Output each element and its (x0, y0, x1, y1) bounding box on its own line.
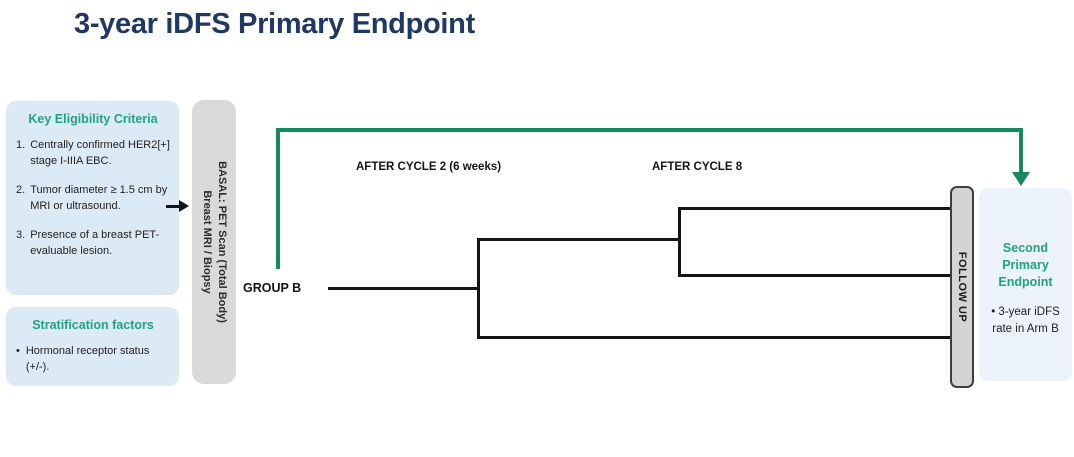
after-cycle-2-label: AFTER CYCLE 2 (6 weeks) (356, 161, 502, 173)
item-number: 1. (16, 139, 26, 151)
eligibility-heading: Key Eligibility Criteria (28, 112, 158, 126)
group-b-label: GROUP B (243, 281, 302, 295)
basal-line2: Breast MRI / Biopsy (201, 190, 213, 294)
split-after-cycle8 (678, 207, 681, 277)
item-text: Tumor diameter ≥ 1.5 cm by MRI or ultras… (30, 184, 168, 212)
after-cycle-8-label: AFTER CYCLE 8 (652, 161, 743, 173)
eligibility-item-1: 1. Centrally confirmed HER2[+] stage I-I… (16, 137, 170, 169)
page-title: 3-year iDFS Primary Endpoint (74, 8, 475, 40)
item-text: Hormonal receptor status (+/-). (25, 345, 150, 373)
basal-line1: BASAL: PET Scan (Total Body) (216, 161, 228, 323)
split-after-cycle2 (477, 238, 480, 339)
groupb-baseline-line (328, 287, 479, 290)
right-arrow-icon (166, 205, 181, 208)
stratification-box: Stratification factors • Hormonal recept… (6, 307, 179, 386)
basal-bar-label: BASAL: PET Scan (Total Body) Breast MRI … (199, 102, 229, 382)
endpoint-heading: Second Primary Endpoint (998, 241, 1053, 289)
subbranch-middle (678, 274, 953, 277)
item-number: 3. (16, 229, 26, 241)
item-number: 2. (16, 184, 26, 196)
right-arrow-icon (179, 200, 189, 212)
stratification-item: • Hormonal receptor status (+/-). (16, 343, 170, 375)
item-text: Presence of a breast PET-evaluable lesio… (30, 229, 160, 257)
branch-lower (477, 336, 953, 339)
stratification-heading: Stratification factors (32, 318, 154, 332)
follow-up-label: FOLLOW UP (956, 251, 968, 323)
branch-upper (477, 238, 681, 241)
eligibility-item-2: 2. Tumor diameter ≥ 1.5 cm by MRI or ult… (16, 182, 170, 214)
eligibility-criteria-box: Key Eligibility Criteria 1. Centrally co… (6, 101, 179, 295)
item-text: Centrally confirmed HER2[+] stage I-IIIA… (30, 139, 170, 167)
green-down-arrow-icon (1012, 172, 1030, 186)
green-connector-horizontal (276, 128, 1023, 132)
basal-assessment-bar: BASAL: PET Scan (Total Body) Breast MRI … (192, 100, 236, 384)
eligibility-item-3: 3. Presence of a breast PET-evaluable le… (16, 227, 170, 259)
follow-up-bar: FOLLOW UP (950, 186, 974, 388)
second-primary-endpoint-box: Second Primary Endpoint • 3-year iDFS ra… (979, 188, 1072, 381)
bullet-marker: • (16, 345, 20, 357)
green-connector-vertical-right (1019, 128, 1023, 173)
green-connector-vertical-left (276, 128, 280, 269)
endpoint-bullet: • 3-year iDFS rate in Arm B (991, 306, 1060, 335)
subbranch-upper (678, 207, 953, 210)
